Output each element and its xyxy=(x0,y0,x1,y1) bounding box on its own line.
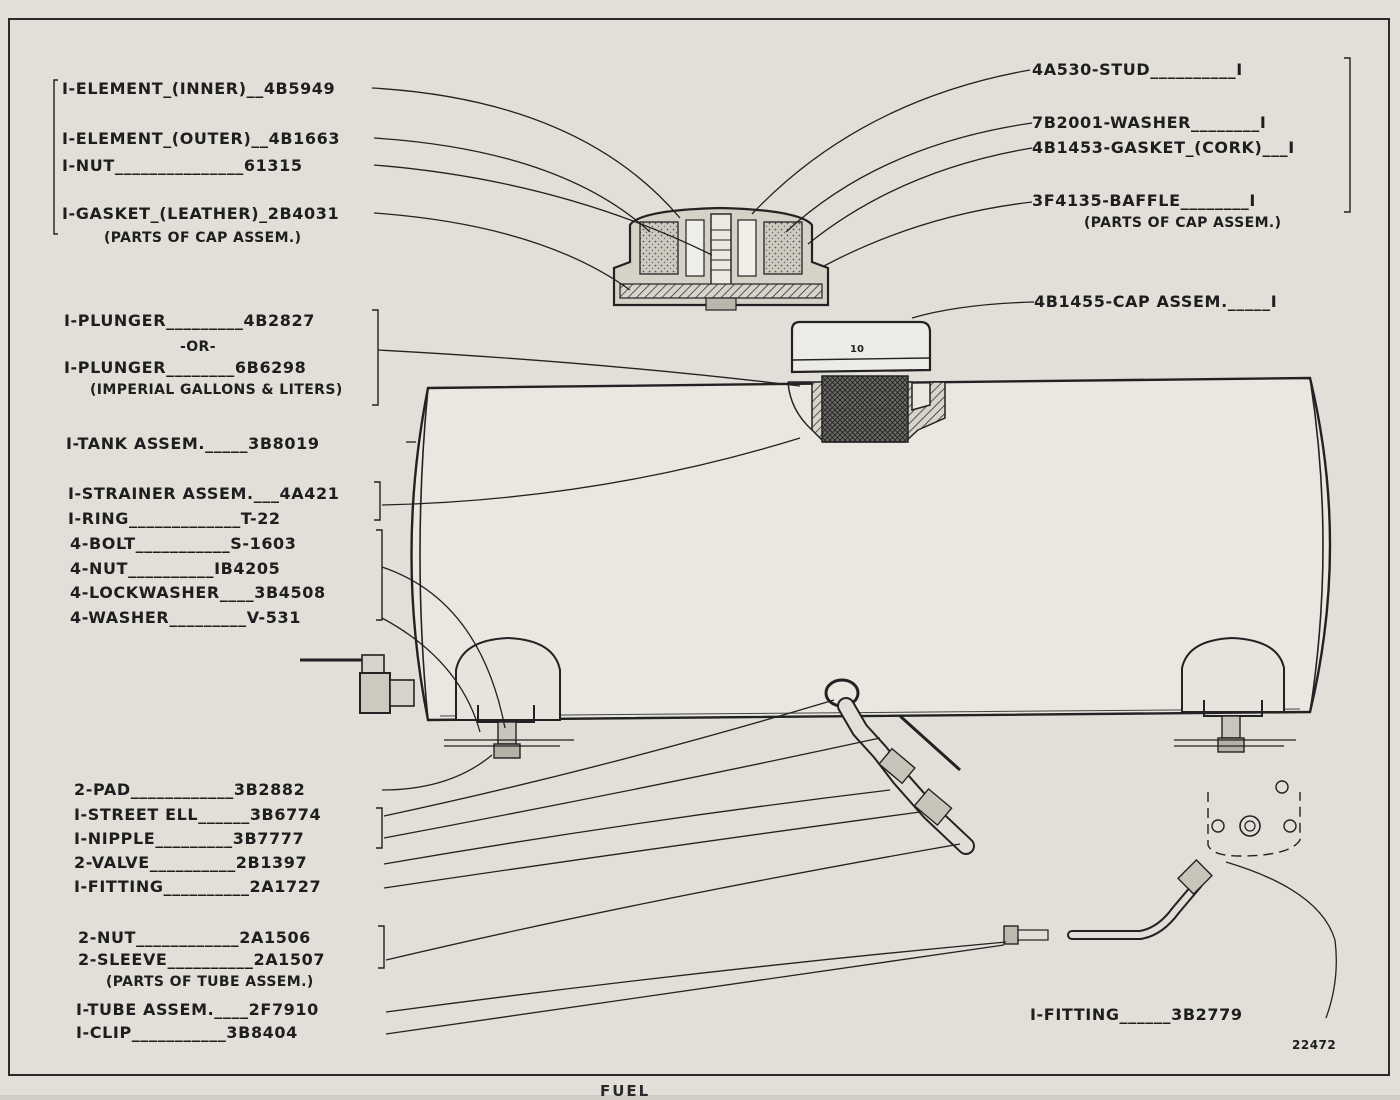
cap-assembly: 10 xyxy=(790,320,932,374)
label-parts-tube: (PARTS OF TUBE ASSEM.) xyxy=(106,974,314,990)
caption-partial: FUEL xyxy=(600,1082,651,1100)
label-sleeve: 2-SLEEVE__________2A1507 xyxy=(78,950,326,969)
label-nut-61315: I-NUT_______________61315 xyxy=(62,156,303,175)
drain-valve xyxy=(300,654,415,714)
label-fitting-3b2779: I-FITTING______3B2779 xyxy=(1030,1005,1243,1024)
label-ring: I-RING_____________T-22 xyxy=(68,509,281,528)
label-bolt: 4-BOLT___________S-1603 xyxy=(70,534,297,553)
label-gasket-leather: I-GASKET_(LEATHER)_2B4031 xyxy=(62,204,340,223)
left-support-pad xyxy=(444,636,574,759)
label-washer-7b2001: 7B2001-WASHER________I xyxy=(1032,113,1267,132)
cap-cross-section xyxy=(612,206,830,311)
label-element-outer: I-ELEMENT_(OUTER)__4B1663 xyxy=(62,129,341,148)
label-gasket-cork: 4B1453-GASKET_(CORK)___I xyxy=(1032,138,1295,157)
diagram-frame xyxy=(8,18,1390,1076)
label-washer-v531: 4-WASHER_________V-531 xyxy=(70,608,301,627)
label-fitting-2a1727: I-FITTING__________2A1727 xyxy=(74,877,322,896)
label-nut-1b4205: 4-NUT__________IB4205 xyxy=(70,559,281,578)
label-parts-cap-left: (PARTS OF CAP ASSEM.) xyxy=(104,230,302,246)
figure-number: 22472 xyxy=(1292,1038,1337,1052)
bracket-marks xyxy=(53,57,1351,969)
label-valve: 2-VALVE__________2B1397 xyxy=(74,853,308,872)
label-tank-assem: I-TANK ASSEM._____3B8019 xyxy=(66,434,320,453)
label-nut-2a1506: 2-NUT____________2A1506 xyxy=(78,928,311,947)
label-pad: 2-PAD____________3B2882 xyxy=(74,780,306,799)
label-or: -OR- xyxy=(180,339,216,355)
tank-body xyxy=(410,376,1332,722)
leader-lines xyxy=(371,69,1337,1035)
fuel-tube-assembly xyxy=(1003,859,1213,945)
label-parts-cap-right: (PARTS OF CAP ASSEM.) xyxy=(1084,215,1282,231)
label-plunger-4b2827: I-PLUNGER_________4B2827 xyxy=(64,311,315,330)
shutoff-valve-assembly xyxy=(824,678,975,855)
fuel-pump-flange xyxy=(1207,780,1301,857)
label-nipple: I-NIPPLE_________3B7777 xyxy=(74,829,305,848)
label-tube-assem: I-TUBE ASSEM.____2F7910 xyxy=(76,1000,319,1019)
svg-text:10: 10 xyxy=(850,344,864,355)
strainer-section xyxy=(787,375,946,443)
label-element-inner: I-ELEMENT_(INNER)__4B5949 xyxy=(62,79,336,98)
label-stud: 4A530-STUD__________I xyxy=(1032,60,1243,79)
label-strainer-assem: I-STRAINER ASSEM.___4A421 xyxy=(68,484,340,503)
label-street-ell: I-STREET ELL______3B6774 xyxy=(74,805,322,824)
label-clip: I-CLIP___________3B8404 xyxy=(76,1023,298,1042)
label-imperial: (IMPERIAL GALLONS & LITERS) xyxy=(90,382,343,398)
label-lockwasher: 4-LOCKWASHER____3B4508 xyxy=(70,583,326,602)
label-plunger-6b6298: I-PLUNGER________6B6298 xyxy=(64,358,307,377)
right-support-pad xyxy=(1174,636,1296,753)
label-cap-assem: 4B1455-CAP ASSEM._____I xyxy=(1034,292,1278,311)
label-baffle: 3F4135-BAFFLE________I xyxy=(1032,191,1256,210)
